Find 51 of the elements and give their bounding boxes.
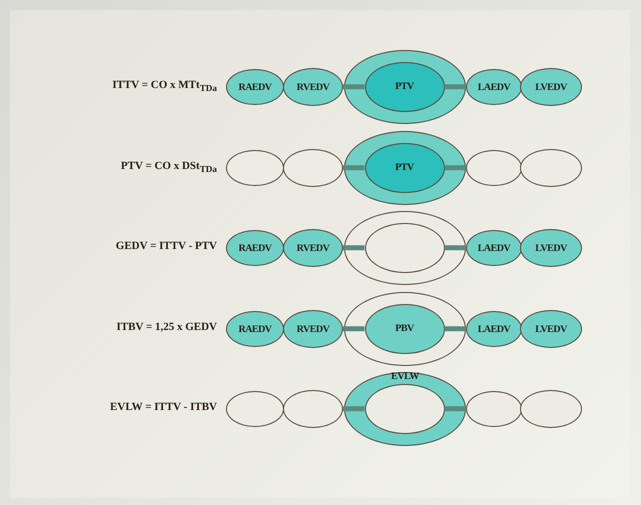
heart-chamber-ellipse	[226, 230, 284, 266]
volume-label: RVEDV	[296, 324, 330, 334]
vessel-connector	[343, 84, 364, 90]
formula-text: EVLW = ITTV - ITBV	[109, 401, 217, 413]
volume-label: RAEDV	[238, 242, 272, 254]
vessel-connector	[444, 406, 466, 412]
heart-chamber-ellipse	[283, 68, 343, 106]
vessel-connector	[343, 245, 364, 250]
heart-chamber-ellipse	[283, 390, 343, 428]
heart-chamber-ellipse	[520, 390, 582, 428]
heart-chamber-ellipse	[520, 68, 582, 106]
heart-chamber-ellipse	[283, 310, 343, 348]
volume-label: LVEDV	[535, 82, 567, 92]
heart-chamber-ellipse	[466, 69, 522, 105]
heart-chamber-ellipse	[283, 149, 343, 187]
formula-text: ITBV = 1,25 x GEDV	[116, 321, 217, 333]
heart-chamber-ellipse	[226, 311, 284, 347]
heart-chamber-ellipse	[226, 69, 284, 105]
heart-chamber-ellipse	[283, 229, 343, 267]
heart-chamber-ellipse	[520, 310, 582, 348]
heart-chamber-ellipse	[520, 229, 582, 267]
volume-label: PTV	[395, 162, 414, 173]
volume-label: PTV	[395, 81, 414, 92]
vessel-connector	[444, 245, 466, 250]
volume-label: LVEDV	[535, 324, 567, 334]
heart-chamber-ellipse	[466, 311, 522, 347]
volume-label: LVEDV	[535, 242, 567, 254]
heart-chamber-ellipse	[520, 149, 582, 187]
formula-text: ITTV = CO x MTt$_{TDa}$	[111, 79, 217, 94]
volume-label: EVLW	[390, 371, 420, 382]
volume-label: RAEDV	[238, 324, 272, 334]
heart-chamber-ellipse	[466, 391, 522, 427]
heart-chamber-ellipse	[466, 150, 522, 186]
vessel-connector	[444, 84, 466, 90]
vessel-connector	[343, 326, 364, 332]
volume-label: RVEDV	[296, 242, 330, 254]
heart-chamber-ellipse	[226, 391, 284, 427]
volume-label: LAEDV	[478, 82, 510, 92]
heart-chamber-ellipse	[466, 230, 522, 266]
vessel-connector	[343, 165, 364, 170]
formula-text: GEDV = ITTV - PTV	[114, 240, 217, 252]
heart-chamber-ellipse	[226, 150, 284, 186]
volume-label: RAEDV	[238, 82, 272, 92]
volume-label: LAEDV	[478, 324, 510, 334]
volume-label: PBV	[395, 323, 414, 334]
vessel-connector	[444, 326, 466, 332]
vessel-connector	[444, 165, 466, 170]
volume-label: RVEDV	[296, 82, 330, 92]
vessel-connector	[343, 406, 364, 412]
volume-label: LAEDV	[478, 242, 510, 254]
formula-text: PTV = CO x DSt$_{TDa}$	[120, 160, 217, 174]
